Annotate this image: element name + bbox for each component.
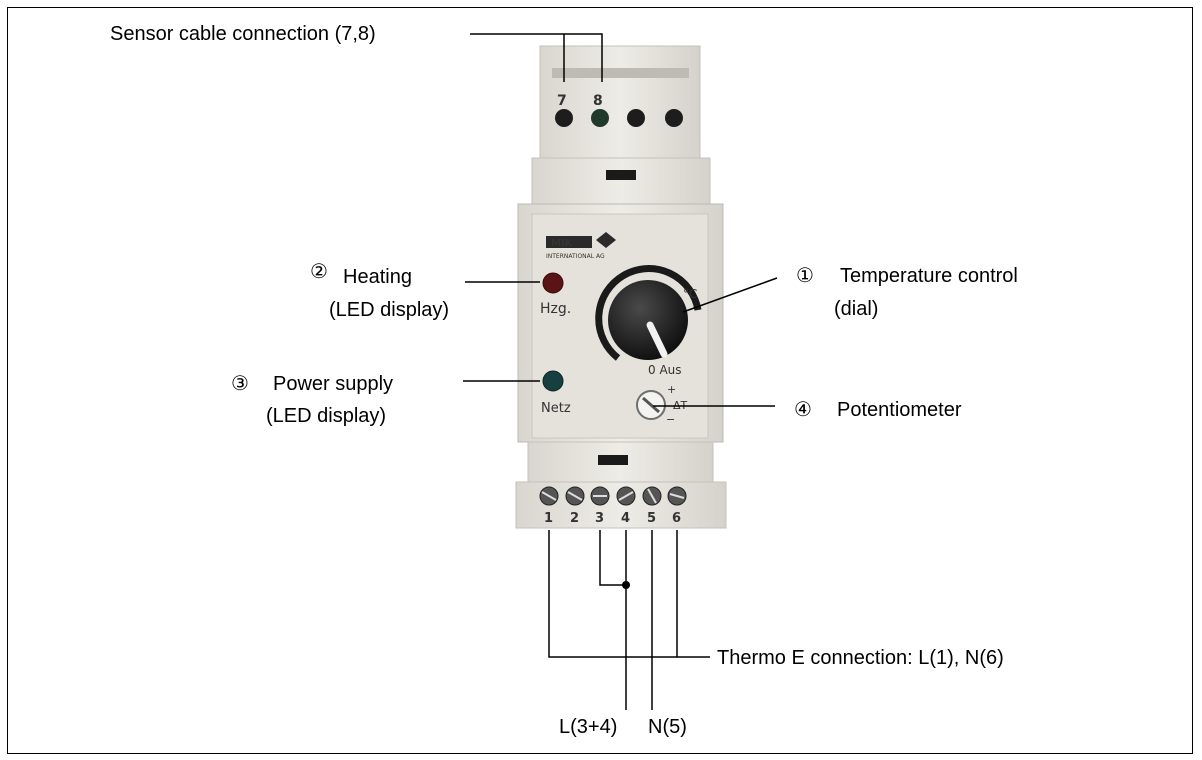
dial-off-label: 0 Aus xyxy=(648,363,682,377)
terminal-screw xyxy=(627,109,645,127)
potentiometer-number: ④ xyxy=(794,399,812,421)
power-led xyxy=(542,370,564,392)
terminal-screw xyxy=(555,109,573,127)
potentiometer-label: Potentiometer xyxy=(837,399,962,421)
n5-label: N(5) xyxy=(648,716,687,738)
logo-mark xyxy=(546,236,592,248)
power-label: Power supply xyxy=(273,373,393,395)
terminal-number: 3 xyxy=(595,511,604,526)
l34-bridge xyxy=(599,530,626,586)
terminal-screw xyxy=(665,109,683,127)
heating-led xyxy=(542,272,564,294)
thermo-leader xyxy=(548,530,678,658)
logo-diamond xyxy=(596,232,616,248)
terminal-number: 5 xyxy=(647,511,656,526)
dial-scale-arc xyxy=(595,265,702,361)
terminal-8-number: 8 xyxy=(593,93,603,109)
power-label-sub: (LED display) xyxy=(266,405,386,427)
dial-knob xyxy=(608,280,688,360)
sensor-label: Sensor cable connection (7,8) xyxy=(110,23,376,45)
potentiometer-minus: − xyxy=(666,413,675,426)
bottom-terminal-numbers: 1 2 3 4 5 6 xyxy=(544,511,681,526)
temperature-label-sub: (dial) xyxy=(834,298,878,320)
temperature-number: ① xyxy=(796,265,814,287)
junction-dot xyxy=(622,581,630,589)
heating-number: ② xyxy=(310,261,328,283)
potentiometer-slot xyxy=(642,396,660,414)
sensor-leader xyxy=(470,33,603,82)
upper-latch xyxy=(606,170,636,180)
top-terminal-screws xyxy=(555,109,683,127)
dial-unit: °C xyxy=(683,287,697,301)
bottom-terminal-screws xyxy=(539,486,687,506)
heating-led-label: Hzg. xyxy=(540,301,571,317)
brand-subtitle: INTERNATIONAL AG xyxy=(546,253,605,260)
terminal-screw xyxy=(591,109,609,127)
top-terminal-block xyxy=(539,45,701,159)
lower-latch xyxy=(598,455,628,465)
terminal-number: 2 xyxy=(570,511,579,526)
upper-shoulder xyxy=(531,157,711,205)
terminal-number: 1 xyxy=(544,511,553,526)
terminal-number: 4 xyxy=(621,511,630,526)
potentiometer-plus: + xyxy=(667,383,676,396)
thermo-label: Thermo E connection: L(1), N(6) xyxy=(717,647,1004,669)
power-led-label: Netz xyxy=(541,401,571,416)
brand-logo: MIK INTERNATIONAL AG xyxy=(546,232,616,260)
power-number: ③ xyxy=(231,373,249,395)
diagram-frame xyxy=(7,7,1193,754)
l34-label: L(3+4) xyxy=(559,716,617,738)
terminal-number: 6 xyxy=(672,511,681,526)
leader-lines xyxy=(463,33,778,710)
terminal-7-number: 7 xyxy=(557,93,567,109)
temperature-dial: °C 0 Aus xyxy=(595,265,702,377)
heating-label-sub: (LED display) xyxy=(329,299,449,321)
dial-pointer xyxy=(646,321,668,358)
heating-label: Heating xyxy=(343,266,412,288)
brand-name: MIK xyxy=(551,238,574,249)
temperature-leader xyxy=(682,277,778,313)
top-slot xyxy=(552,68,689,78)
temperature-label: Temperature control xyxy=(840,265,1018,287)
